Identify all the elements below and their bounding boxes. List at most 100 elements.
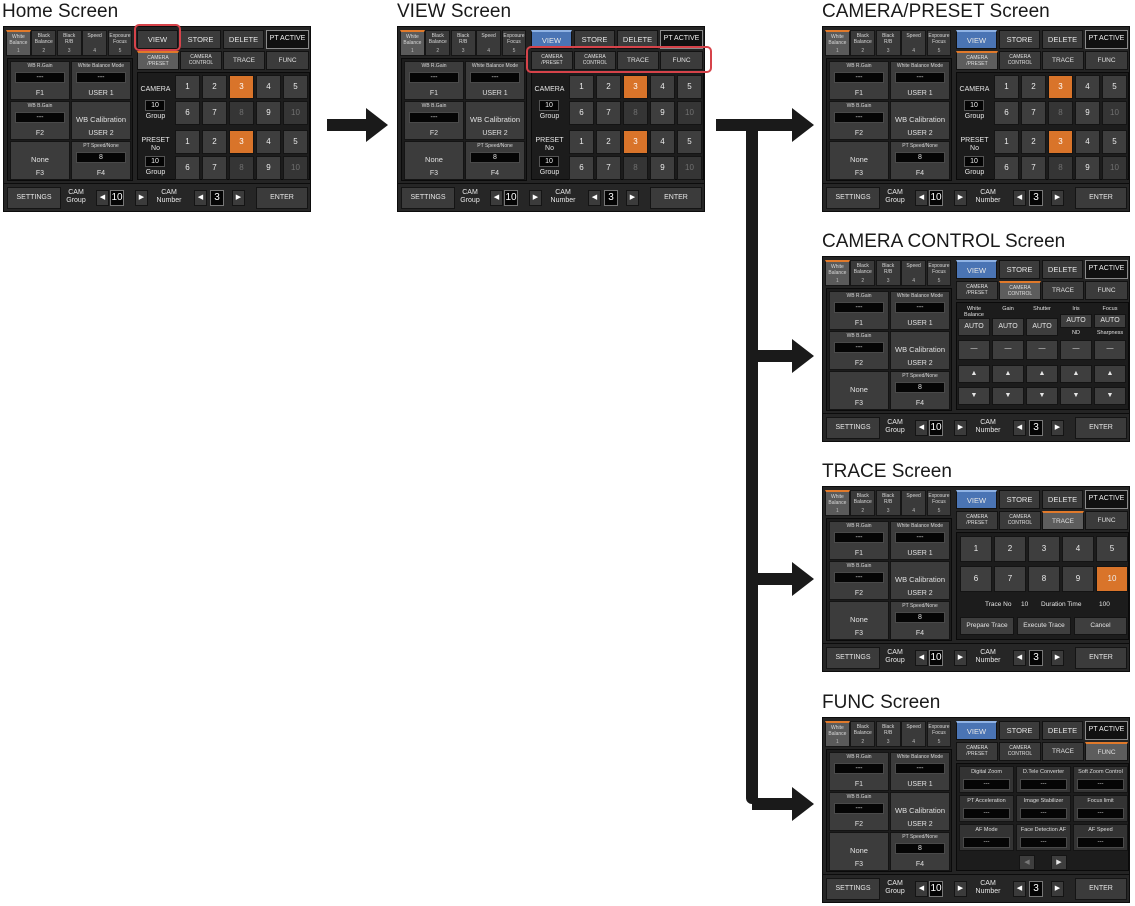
cam-number-increment[interactable]: ▶	[232, 190, 245, 206]
prev-page-button[interactable]: ◀	[1019, 855, 1035, 870]
decrease-button[interactable]: ▼	[992, 387, 1024, 405]
pt-active-button[interactable]: PT ACTIVE	[1085, 30, 1128, 49]
tab-func[interactable]: FUNC	[1085, 51, 1128, 70]
trace-number-button[interactable]: 2	[994, 536, 1026, 562]
view-button[interactable]: VIEW	[137, 30, 178, 49]
pt-active-button[interactable]: PT ACTIVE	[1085, 490, 1128, 509]
cam-group-decrement[interactable]: ◀	[915, 190, 928, 206]
preset-number-button[interactable]: 4	[650, 130, 675, 154]
cam-group-decrement[interactable]: ◀	[490, 190, 503, 206]
camera-number-button[interactable]: 2	[202, 75, 227, 99]
cam-number-increment[interactable]: ▶	[1051, 650, 1064, 666]
settings-button[interactable]: SETTINGS	[7, 187, 61, 209]
preset-number-button[interactable]: 8	[229, 156, 254, 180]
auto-button[interactable]: AUTO	[958, 318, 990, 336]
tab-trace[interactable]: TRACE	[1042, 51, 1084, 70]
enter-button[interactable]: ENTER	[1075, 187, 1127, 209]
function-cell-2[interactable]: White Balance Mode---USER 1	[890, 521, 950, 560]
camera-number-button[interactable]: 10	[677, 101, 702, 125]
func-cell[interactable]: Face Detection AF---	[1016, 824, 1071, 851]
preset-number-button[interactable]: 7	[202, 156, 227, 180]
tab-func[interactable]: FUNC	[660, 51, 703, 70]
decrease-button[interactable]: ▼	[1026, 387, 1058, 405]
camera-number-button[interactable]: 6	[994, 101, 1019, 125]
function-cell-1[interactable]: WB R.Gain---F1	[829, 291, 889, 330]
pt-active-button[interactable]: PT ACTIVE	[1085, 260, 1128, 279]
enter-button[interactable]: ENTER	[1075, 878, 1127, 900]
store-button[interactable]: STORE	[999, 490, 1040, 509]
tab-trace[interactable]: TRACE	[1042, 281, 1084, 300]
trace-number-button[interactable]: 4	[1062, 536, 1094, 562]
store-button[interactable]: STORE	[999, 260, 1040, 279]
cam-number-increment[interactable]: ▶	[1051, 190, 1064, 206]
settings-button[interactable]: SETTINGS	[826, 417, 880, 439]
function-cell-3[interactable]: WB B.Gain---F2	[829, 561, 889, 600]
preset-number-button[interactable]: 7	[596, 156, 621, 180]
preset-number-button[interactable]: 10	[283, 156, 308, 180]
enter-button[interactable]: ENTER	[256, 187, 308, 209]
tab-func[interactable]: FUNC	[1085, 742, 1128, 761]
preset-number-button[interactable]: 9	[650, 156, 675, 180]
function-cell-2[interactable]: White Balance Mode---USER 1	[890, 291, 950, 330]
preset-number-button[interactable]: 5	[677, 130, 702, 154]
function-cell-3[interactable]: WB B.Gain---F2	[829, 792, 889, 831]
func-cell[interactable]: Focus limit---	[1073, 795, 1128, 822]
preset-number-button[interactable]: 5	[1102, 130, 1127, 154]
cam-number-decrement[interactable]: ◀	[1013, 420, 1026, 436]
camera-number-button[interactable]: 5	[677, 75, 702, 99]
cam-number-increment[interactable]: ▶	[1051, 420, 1064, 436]
trace-number-button[interactable]: 3	[1028, 536, 1060, 562]
pt-active-button[interactable]: PT ACTIVE	[1085, 721, 1128, 740]
camera-number-button[interactable]: 5	[1102, 75, 1127, 99]
function-cell-1[interactable]: WB R.Gain---F1	[829, 521, 889, 560]
function-cell-1[interactable]: WB R.Gain---F1	[829, 752, 889, 791]
cam-number-decrement[interactable]: ◀	[1013, 881, 1026, 897]
trace-number-button[interactable]: 6	[960, 566, 992, 592]
preset-number-button[interactable]: 3	[229, 130, 254, 154]
camera-number-button[interactable]: 3	[229, 75, 254, 99]
tab-func[interactable]: FUNC	[1085, 281, 1128, 300]
decrease-button[interactable]: ▼	[1094, 387, 1126, 405]
delete-button[interactable]: DELETE	[1042, 490, 1083, 509]
tab-camera-preset[interactable]: CAMERA/PRESET	[956, 511, 998, 530]
tab-camera-preset[interactable]: CAMERA/PRESET	[956, 742, 998, 761]
camera-number-button[interactable]: 7	[1021, 101, 1046, 125]
tab-trace[interactable]: TRACE	[223, 51, 265, 70]
auto-button[interactable]: AUTO	[1060, 314, 1092, 328]
function-cell-2[interactable]: White Balance Mode---USER 1	[71, 61, 131, 100]
camera-number-button[interactable]: 1	[175, 75, 200, 99]
preset-number-button[interactable]: 1	[175, 130, 200, 154]
preset-number-button[interactable]: 8	[623, 156, 648, 180]
func-cell[interactable]: Soft Zoom Control---	[1073, 766, 1128, 793]
store-button[interactable]: STORE	[574, 30, 615, 49]
cam-group-increment[interactable]: ▶	[529, 190, 542, 206]
func-cell[interactable]: PT Acceleration---	[959, 795, 1014, 822]
camera-number-button[interactable]: 3	[1048, 75, 1073, 99]
execute-trace-button[interactable]: Execute Trace	[1017, 617, 1071, 635]
cam-group-decrement[interactable]: ◀	[915, 650, 928, 666]
camera-number-button[interactable]: 7	[596, 101, 621, 125]
increase-button[interactable]: ▲	[958, 365, 990, 383]
increase-button[interactable]: ▲	[992, 365, 1024, 383]
trace-number-button[interactable]: 8	[1028, 566, 1060, 592]
